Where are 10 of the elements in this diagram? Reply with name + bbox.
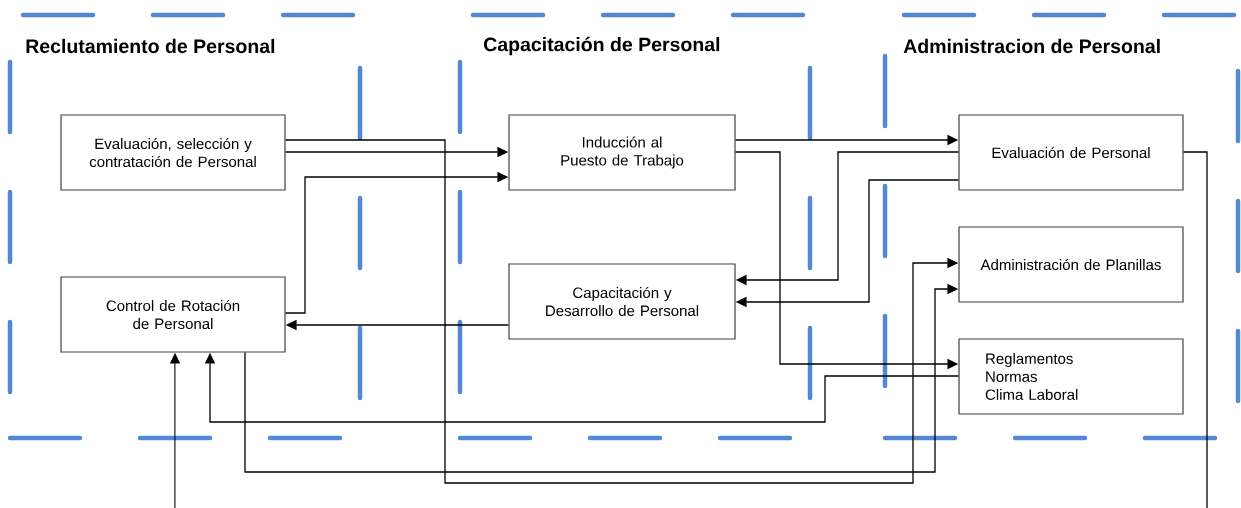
process-box: Inducción al Puesto de Trabajo [508,114,736,191]
process-box: Reglamentos Normas Clima Laboral [958,338,1184,415]
group-title: Reclutamiento de Personal [26,38,275,54]
process-box: Evaluación de Personal [958,114,1184,191]
process-box: Administración de Planillas [958,226,1184,303]
process-box: Evaluación, selección y contratación de Personal [60,114,286,191]
process-box: Capacitación y Desarrollo de Personal [508,263,736,340]
process-box: Control de Rotación de Personal [60,276,286,353]
group-title: Administracion de Personal [903,38,1160,54]
group-title: Capacitación de Personal [484,36,720,56]
